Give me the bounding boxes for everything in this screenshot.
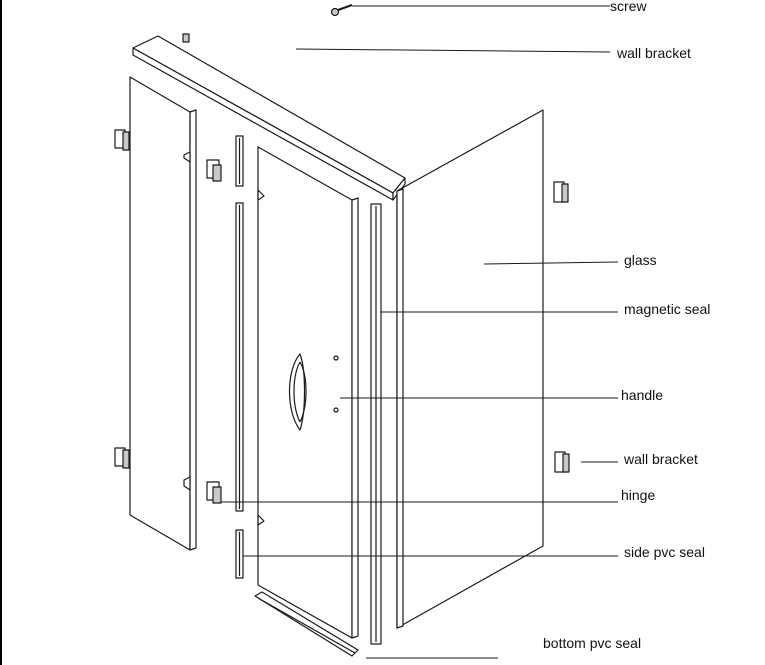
label-screw: screw (610, 0, 647, 14)
side-pvc-seal-strip (235, 529, 244, 579)
seal-strip-long (235, 202, 244, 512)
leader-glass (483, 261, 619, 265)
left-glass-panel (129, 76, 197, 551)
hinge-bottom-icon (206, 481, 222, 504)
leader-wall-bracket-top (295, 48, 611, 53)
label-handle: handle (621, 387, 664, 403)
magnetic-seal-strip (370, 203, 382, 645)
seal-strip-short-top (235, 135, 244, 187)
left-border (0, 0, 2, 665)
right-glass-panel (396, 109, 544, 629)
label-wall-bracket-top: wall bracket (617, 45, 691, 61)
right-wall-bracket-bottom-icon (554, 451, 570, 473)
label-magnetic-seal: magnetic seal (624, 301, 711, 317)
label-glass: glass (624, 252, 657, 268)
label-wall-bracket-side: wall bracket (624, 451, 698, 467)
left-wall-bracket-bottom-icon (114, 447, 130, 469)
label-hinge: hinge (621, 487, 656, 503)
label-bottom-pvc-seal: bottom pvc seal (543, 635, 642, 651)
top-rail (132, 35, 406, 201)
bottom-pvc-seal-strip (254, 591, 359, 657)
screw-icon (330, 4, 353, 17)
label-side-pvc-seal: side pvc seal (624, 544, 705, 560)
right-wall-bracket-top-icon (553, 181, 569, 203)
hinge-top-icon (206, 159, 222, 182)
handle-icon (288, 353, 339, 431)
door-glass-panel (257, 146, 359, 639)
left-wall-bracket-top-icon (114, 129, 130, 151)
rail-nut-icon (182, 33, 190, 43)
